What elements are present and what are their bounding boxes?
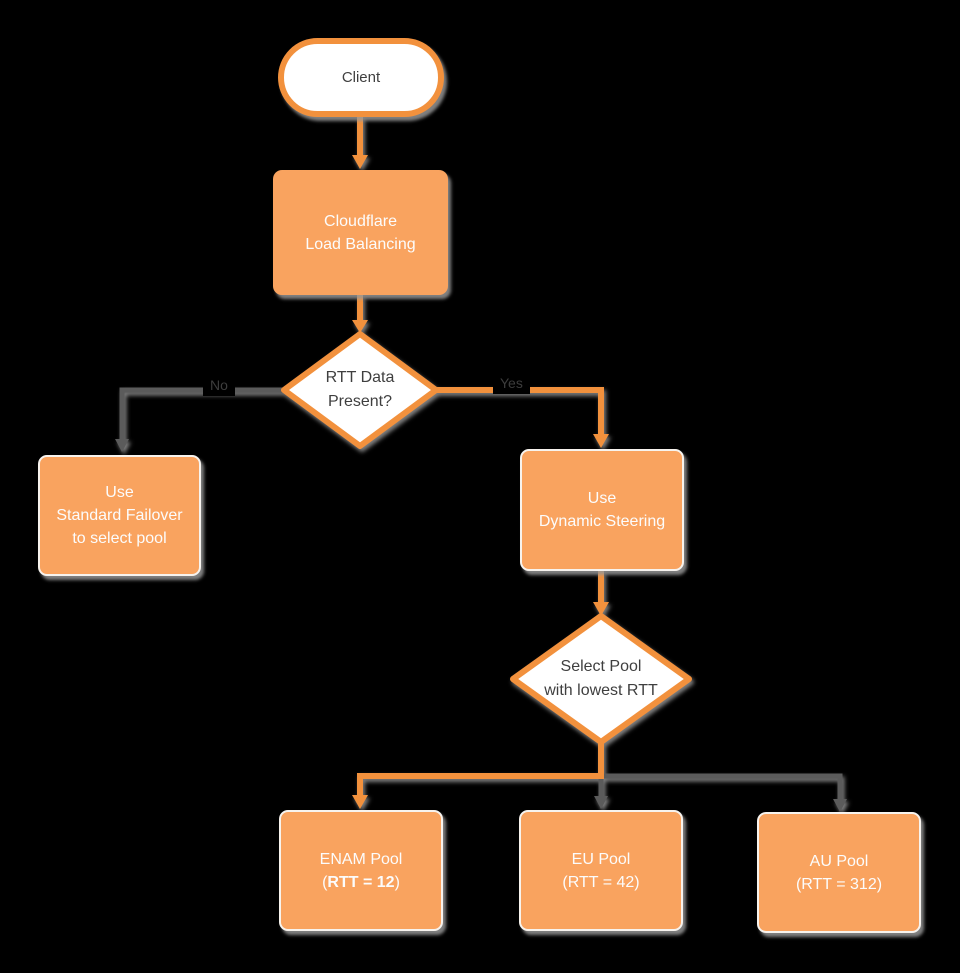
node-eu-pool-label: EU Pool (RTT = 42)	[562, 825, 639, 917]
node-load-balancer: Cloudflare Load Balancing	[273, 170, 448, 295]
edge-dynamic-to-select-decision	[593, 571, 609, 616]
node-enam-pool: ENAM Pool (RTT = 12)	[279, 810, 443, 931]
node-enam-pool-label: ENAM Pool (RTT = 12)	[320, 825, 403, 917]
node-eu-pool: EU Pool (RTT = 42)	[519, 810, 683, 931]
node-dynamic-steering-label: Use Dynamic Steering	[538, 490, 666, 530]
node-au-pool: AU Pool (RTT = 312)	[757, 812, 921, 933]
edge-label-yes: Yes	[493, 372, 530, 394]
edge-client-to-lb	[352, 116, 368, 169]
node-dynamic-steering: Use Dynamic Steering	[520, 449, 684, 571]
edge-lb-to-rtt-decision	[352, 295, 368, 333]
node-load-balancer-label: Cloudflare Load Balancing	[305, 212, 416, 253]
node-standard-failover: Use Standard Failover to select pool	[38, 455, 201, 576]
edge-select-to-au-pool	[601, 773, 847, 812]
select-pool-diamond-shape	[510, 613, 692, 745]
edge-label-no: No	[203, 374, 235, 396]
edge-select-to-enam-pool	[352, 742, 604, 809]
au-rtt-value: (RTT = 312)	[795, 875, 883, 893]
edge-yes-to-dynamic-steering	[434, 387, 609, 448]
node-client-label: Client	[341, 69, 381, 86]
node-au-pool-label: AU Pool (RTT = 312)	[796, 827, 882, 919]
eu-rtt-value: (RTT = 42)	[562, 873, 640, 891]
node-client: Client	[278, 38, 444, 117]
enam-rtt-value: (RTT = 12)	[322, 873, 400, 891]
node-standard-failover-label: Use Standard Failover to select pool	[56, 484, 183, 547]
rtt-decision-diamond-shape	[281, 331, 439, 449]
edge-no-to-standard-failover	[115, 387, 287, 452]
